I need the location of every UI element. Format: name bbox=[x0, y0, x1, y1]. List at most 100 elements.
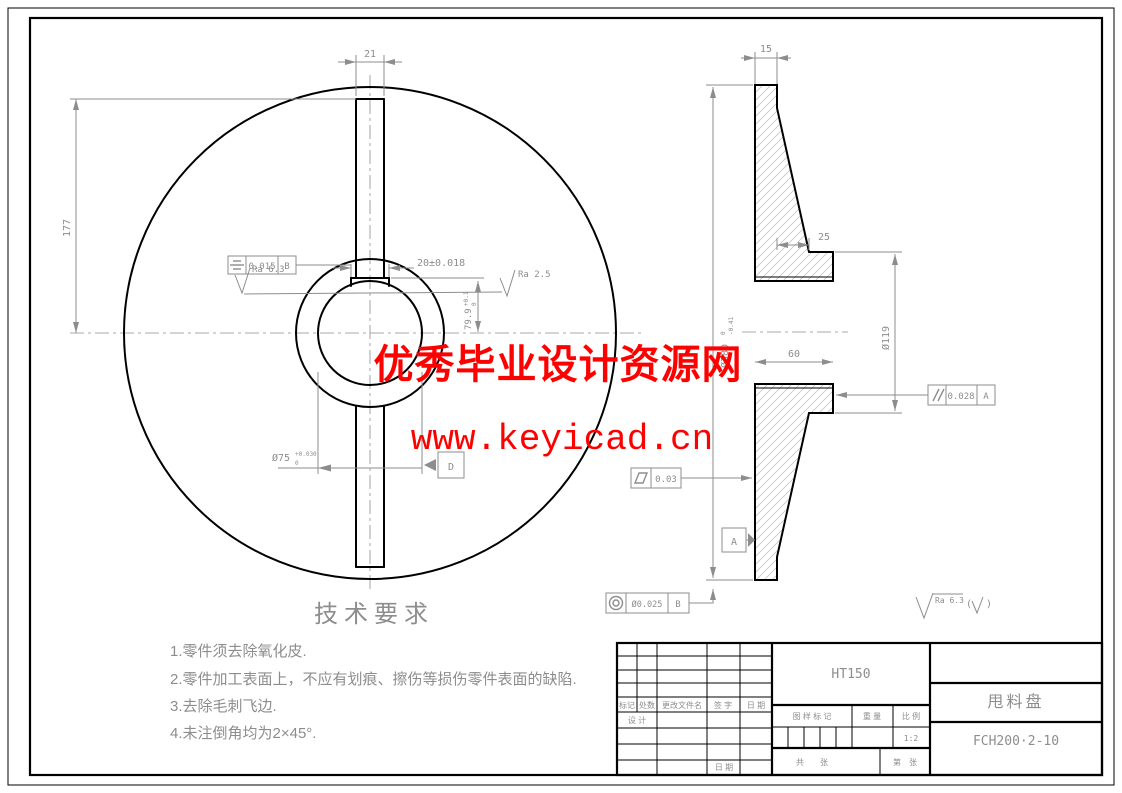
symmetry-icon bbox=[230, 260, 244, 270]
symmetry-value: 0.015 bbox=[248, 262, 275, 272]
rough-note-close: ) bbox=[986, 599, 992, 610]
tech-req-title: 技术要求 bbox=[314, 601, 434, 628]
parallelism-datum: A bbox=[983, 392, 989, 402]
roughness-icon bbox=[915, 592, 934, 620]
dim-hub-diameter: Ø119 bbox=[835, 251, 902, 414]
technical-requirements: 技术要求 1.零件须去除氧化皮. 2.零件加工表面上，不应有划痕、擦伤等损伤零件… bbox=[170, 601, 577, 742]
side-section-view: 15 25 Ø119 60 Ø38 bbox=[605, 44, 996, 620]
watermark-line2: www.keyicad.cn bbox=[411, 419, 713, 460]
disc-outer-circle bbox=[123, 86, 617, 580]
part-name: 甩料盘 bbox=[987, 692, 1044, 711]
rev-header-mark: 标记 bbox=[619, 700, 635, 710]
title-block: 标记 处数 更改文件名 签 字 日 期 设 计 日 期 HT150 图 样 标 … bbox=[615, 641, 1104, 777]
keyway-depth-tol-dn: 0 bbox=[471, 302, 478, 306]
stamp-mark-label: 图 样 标 记 bbox=[793, 711, 832, 721]
drawing-frame bbox=[7, 7, 1115, 786]
stamp-grid bbox=[787, 705, 894, 775]
tech-req-item-4: 4.未注倒角均为2×45°. bbox=[170, 725, 316, 742]
rev-header-sign: 签 字 bbox=[714, 700, 732, 710]
concentricity-datum: B bbox=[675, 600, 680, 610]
slot-top bbox=[355, 98, 385, 279]
design-label: 设 计 bbox=[628, 715, 646, 725]
dim-177-label: 177 bbox=[62, 219, 73, 237]
rev-header-count: 处数 bbox=[639, 700, 655, 710]
bore-datum-label: D bbox=[448, 462, 454, 473]
outer-border bbox=[7, 7, 1115, 786]
datum-box bbox=[437, 451, 465, 479]
revision-grid bbox=[617, 643, 772, 775]
scale-value: 1:2 bbox=[904, 734, 919, 743]
datum-a: A bbox=[721, 527, 755, 553]
dim-cone-offset: 25 bbox=[776, 232, 830, 250]
concentricity-icon bbox=[608, 595, 624, 611]
dim-hub-length: 60 bbox=[755, 349, 833, 365]
roughness-icon bbox=[234, 267, 251, 295]
hub-outer-circle bbox=[295, 258, 445, 408]
bore-dim-arrow bbox=[318, 464, 331, 472]
bore-tol-dn: 0 bbox=[295, 460, 299, 467]
sheet-no-label: 第 张 bbox=[893, 757, 917, 767]
dim-21-label: 21 bbox=[364, 49, 376, 60]
roughness-keyway-label: Ra 6.3 bbox=[252, 265, 285, 275]
front-view: 21 177 20±0.018 bbox=[62, 49, 642, 592]
flatness-value: 0.03 bbox=[655, 475, 677, 485]
tech-req-item-2: 2.零件加工表面上，不应有划痕、擦伤等损伤零件表面的缺陷. bbox=[170, 670, 577, 688]
flatness-icon bbox=[633, 472, 649, 484]
slot-bottom bbox=[355, 405, 385, 568]
bore-value: Ø75 bbox=[272, 452, 290, 464]
drawing-number: FCH200·2-10 bbox=[973, 734, 1059, 749]
dim-25-label: 25 bbox=[818, 232, 830, 243]
scale-label: 比 例 bbox=[902, 711, 920, 721]
keyway-depth-tol-up: +0.1 bbox=[463, 291, 470, 306]
rev-header-file: 更改文件名 bbox=[662, 700, 702, 710]
dim-hub-dia-label: Ø119 bbox=[880, 326, 892, 350]
roughness-bore: Ra 2.5 bbox=[499, 269, 551, 298]
keyway-depth-value: 79.9 bbox=[464, 308, 474, 330]
dim-15-label: 15 bbox=[760, 44, 772, 55]
general-roughness-note: Ra 6.3 ( ) bbox=[915, 592, 992, 620]
datum-a-label: A bbox=[731, 537, 737, 548]
dim-rim-thickness: 15 bbox=[741, 44, 791, 84]
dim-keyway-width: 20±0.018 bbox=[333, 258, 465, 277]
roughness-icon-small bbox=[971, 596, 984, 615]
symmetry-tolerance-frame: 0.015 B bbox=[227, 255, 351, 275]
concentricity-tolerance-frame: Ø0.025 B bbox=[605, 589, 716, 614]
rev-header-date: 日 期 bbox=[747, 701, 765, 710]
outer-dia-tol-up: 0 bbox=[720, 331, 727, 335]
parallelism-value: 0.028 bbox=[947, 392, 974, 402]
bore-circle bbox=[317, 280, 423, 386]
roughness-icon bbox=[499, 269, 516, 298]
tech-req-item-1: 1.零件须去除氧化皮. bbox=[170, 643, 307, 660]
dim-outer-diameter: Ø380 0 -0.41 bbox=[706, 84, 753, 581]
roughness-keyway: Ra 6.3 bbox=[234, 265, 503, 295]
material-label: HT150 bbox=[831, 667, 870, 682]
outer-dia-tol-dn: -0.41 bbox=[728, 317, 735, 335]
rough-note-open: ( bbox=[966, 599, 972, 610]
watermark: 优秀毕业设计资源网 www.keyicad.cn bbox=[374, 343, 742, 460]
symmetry-datum: B bbox=[284, 262, 289, 272]
flatness-tolerance-frame: 0.03 bbox=[630, 467, 752, 489]
weight-label: 重 量 bbox=[863, 711, 881, 721]
datum-triangle bbox=[424, 459, 436, 471]
outer-dia-value: Ø380 bbox=[719, 344, 731, 368]
date-label: 日 期 bbox=[715, 763, 733, 772]
parallelism-tolerance-frame: 0.028 A bbox=[836, 384, 996, 406]
concentricity-value: Ø0.025 bbox=[632, 599, 663, 610]
section-top-half bbox=[754, 84, 834, 282]
dim-slot-width: 21 bbox=[338, 49, 402, 96]
roughness-bore-label: Ra 2.5 bbox=[518, 270, 551, 280]
dim-keyway-depth: 79.9 +0.1 0 bbox=[391, 277, 484, 332]
rough-note-value: Ra 6.3 bbox=[935, 596, 964, 605]
keyway-notch bbox=[350, 277, 390, 287]
dim-keyway-label: 20±0.018 bbox=[417, 258, 465, 269]
dim-bore: Ø75 +0.030 0 D bbox=[272, 372, 465, 479]
sheets-label: 共 张 bbox=[796, 758, 828, 767]
dim-center-height: 177 bbox=[62, 98, 356, 333]
inner-border bbox=[28, 16, 1104, 777]
parallelism-icon bbox=[932, 388, 945, 402]
dim-60-label: 60 bbox=[788, 349, 800, 360]
tech-req-item-3: 3.去除毛刺飞边. bbox=[170, 698, 277, 715]
datum-triangle bbox=[748, 533, 755, 547]
